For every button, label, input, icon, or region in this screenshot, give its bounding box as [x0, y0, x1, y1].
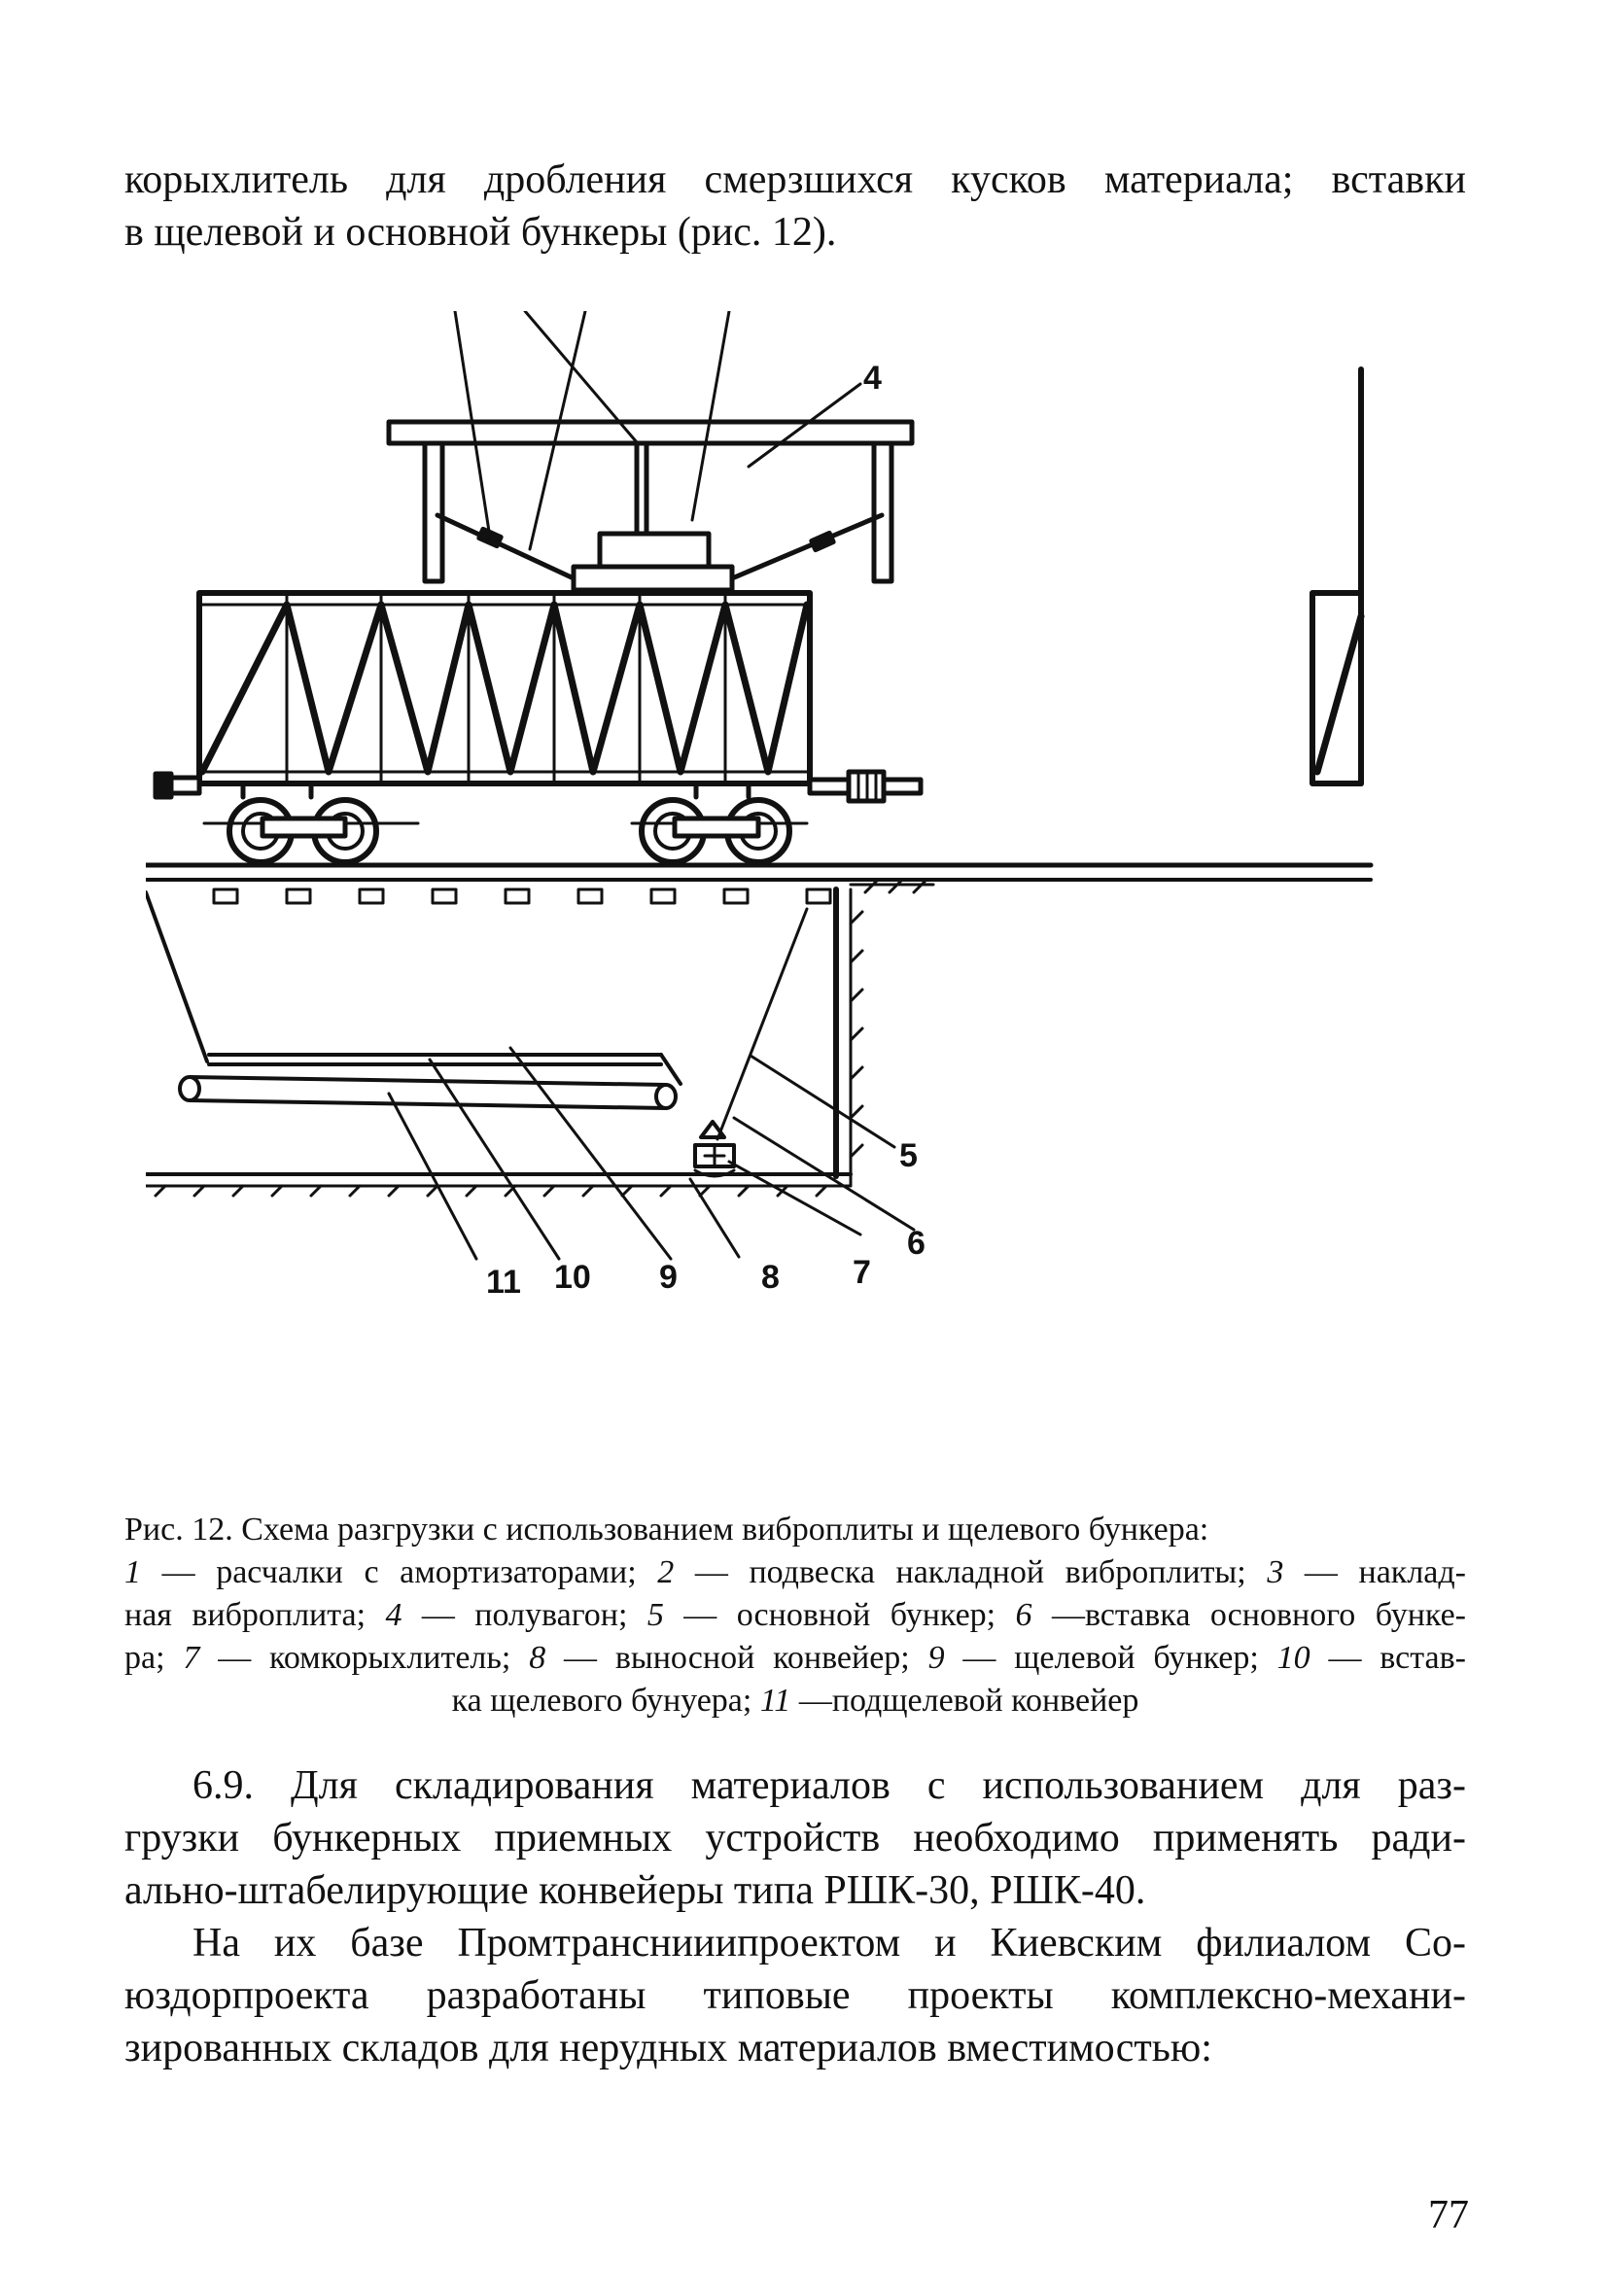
label-9: 9 — [659, 1259, 678, 1296]
intro-line-2: в щелевой и основной бункеры (рис. 12). — [124, 210, 837, 255]
label-4: 4 — [863, 360, 882, 397]
slot-bunker-chute — [146, 890, 209, 1063]
figure-12-diagram: 1 2 3 1 4 5 6 7 8 9 10 11 — [146, 311, 1374, 1301]
caption-num-1: 1 — [124, 1554, 141, 1590]
label-8: 8 — [761, 1259, 780, 1296]
intro-line-1: корыхлитель для дробления смерзшихся кус… — [124, 157, 1466, 202]
coupler-right — [807, 777, 852, 796]
damper-right — [809, 530, 836, 553]
caption-line-5: ка щелевого бунуера; 11 —подщелевой конв… — [451, 1683, 1139, 1719]
caption-line-2: 1 — расчалки с амортизаторами; 2 — подве… — [124, 1554, 1466, 1590]
next-wagon — [1310, 366, 1365, 786]
projects-line-2: юздорпроекта разработаны типовые проекты… — [124, 1973, 1466, 2018]
caption-title: Рис. 12. Схема разгрузки с использование… — [124, 1512, 1209, 1548]
leader-lines — [387, 311, 916, 1261]
projects-line-1: На их базе Промтранснииипроектом и Киевс… — [192, 1921, 1466, 1966]
pit-main-bunker — [146, 887, 853, 1188]
right-post — [871, 440, 894, 584]
bogie-left — [202, 781, 420, 865]
top-beam — [386, 419, 915, 446]
under-slot-conveyor — [178, 1075, 678, 1110]
bogie-right — [630, 781, 809, 865]
clod-breaker — [693, 1120, 736, 1178]
guy-wire-right — [729, 512, 885, 581]
ground-hatching — [154, 879, 935, 1198]
page-number: 77 — [1428, 2193, 1469, 2238]
left-post — [422, 440, 445, 584]
label-10: 10 — [554, 1259, 591, 1296]
label-6: 6 — [907, 1225, 926, 1262]
projects-paragraph: На их базе Промтранснииипроектом и Киевс… — [124, 1917, 1466, 2074]
slot-bunker-insert — [207, 1053, 682, 1086]
section-6-9-paragraph: 6.9. Для складирования материалов с испо… — [124, 1759, 1466, 1917]
section-6-9-line-1: 6.9. Для складирования материалов с испо… — [192, 1763, 1466, 1808]
guy-wire-left — [435, 512, 576, 581]
intro-paragraph: корыхлитель для дробления смерзшихся кус… — [124, 154, 1466, 259]
section-6-9-line-2: грузки бункерных приемных устройств необ… — [124, 1816, 1466, 1861]
wagon-truss — [197, 591, 812, 785]
vibro-plate-base — [571, 564, 735, 593]
label-11: 11 — [486, 1264, 521, 1301]
figure-caption: Рис. 12. Схема разгрузки с использование… — [124, 1509, 1466, 1722]
projects-line-3: зированных складов для нерудных материал… — [124, 2026, 1212, 2070]
section-6-9-line-3: ально-штабелирующие конвейеры типа РШК-3… — [124, 1868, 1146, 1913]
caption-line-4: ра; 7 — комкорыхлитель; 8 — выносной кон… — [124, 1640, 1466, 1676]
label-5: 5 — [899, 1137, 918, 1174]
vibro-plate-block — [597, 531, 712, 570]
caption-line-3: ная виброплита; 4 — полувагон; 5 — основ… — [124, 1597, 1466, 1633]
sleepers — [212, 887, 832, 905]
label-7: 7 — [853, 1254, 871, 1291]
